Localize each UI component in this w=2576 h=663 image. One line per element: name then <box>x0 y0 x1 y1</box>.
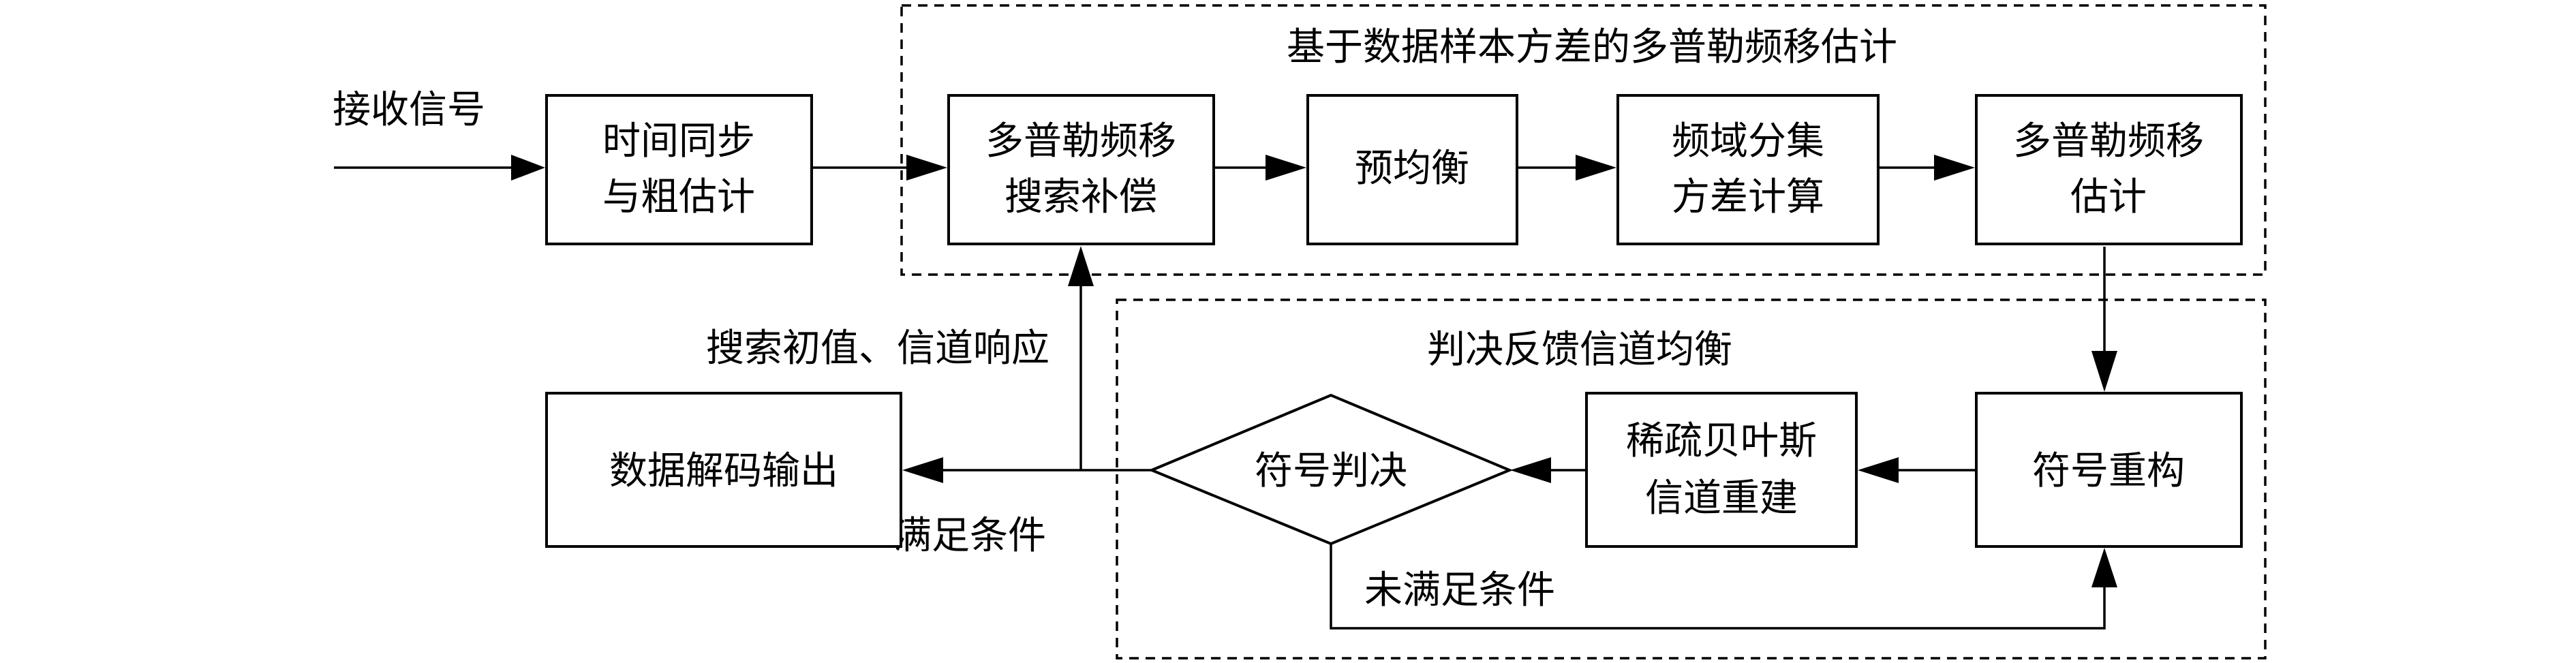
svg-text:符号重构: 符号重构 <box>2032 449 2185 493</box>
decision-to-output-arrowhead <box>902 457 943 483</box>
feedback-to-search-arrowhead <box>1068 246 1094 286</box>
pre-eq-to-variance-arrowhead <box>1576 155 1616 181</box>
input-signal-label: 接收信号 <box>333 88 485 132</box>
svg-text:预均衡: 预均衡 <box>1355 147 1469 191</box>
pre-equalization-block: 预均衡 <box>1306 94 1518 245</box>
decision-feedback-group-frame <box>1116 298 2267 660</box>
doppler-group-title: 基于数据样本方差的多普勒频移估计 <box>1287 25 1897 70</box>
svg-text:方差计算: 方差计算 <box>1672 175 1824 219</box>
sparse-to-decision-arrowhead <box>1510 457 1551 483</box>
reconstruct-to-sparse-arrowhead <box>1858 457 1899 483</box>
svg-text:搜索补偿: 搜索补偿 <box>1005 175 1157 219</box>
not-satisfied-loop-arrowhead <box>2091 548 2117 587</box>
sync-to-search-arrowhead <box>906 155 947 181</box>
svg-text:与粗估计: 与粗估计 <box>602 175 755 219</box>
search-to-pre-eq-arrowhead <box>1266 155 1306 181</box>
doppler-estimation-group-frame <box>900 4 2267 276</box>
symbol-decision-diamond: 符号判决 <box>1148 393 1514 546</box>
doppler-estimate-block: 多普勒频移 估计 <box>1975 94 2243 245</box>
svg-text:数据解码输出: 数据解码输出 <box>609 449 838 493</box>
svg-text:信道重建: 信道重建 <box>1645 476 1798 521</box>
input-arrowhead <box>511 155 545 181</box>
data-decoding-output-block: 数据解码输出 <box>545 392 902 548</box>
frequency-diversity-variance-block: 频域分集 方差计算 <box>1616 94 1880 245</box>
svg-text:估计: 估计 <box>2070 175 2147 219</box>
search-init-label: 搜索初值、信道响应 <box>706 326 1049 371</box>
svg-text:频域分集: 频域分集 <box>1672 119 1824 164</box>
svg-text:多普勒频移: 多普勒频移 <box>2013 119 2204 164</box>
svg-text:符号判决: 符号判决 <box>1255 449 1407 493</box>
time-sync-coarse-estimation-block: 时间同步 与粗估计 <box>545 94 813 245</box>
doppler-search-compensation-block: 多普勒频移 搜索补偿 <box>947 94 1215 245</box>
sparse-bayesian-channel-reconstruction-block: 稀疏贝叶斯 信道重建 <box>1585 392 1858 548</box>
condition-not-satisfied-label: 未满足条件 <box>1364 568 1555 613</box>
svg-text:时间同步: 时间同步 <box>602 119 755 164</box>
condition-satisfied-label: 满足条件 <box>893 514 1046 558</box>
estimate-to-reconstruct-arrowhead <box>2091 351 2117 392</box>
dfe-group-title: 判决反馈信道均衡 <box>1427 328 1732 372</box>
symbol-reconstruction-block: 符号重构 <box>1975 392 2243 548</box>
not-satisfied-loop-line <box>1330 542 2106 630</box>
svg-text:多普勒频移: 多普勒频移 <box>985 119 1176 164</box>
variance-to-estimate-arrowhead <box>1934 155 1975 181</box>
svg-text:稀疏贝叶斯: 稀疏贝叶斯 <box>1626 419 1817 463</box>
